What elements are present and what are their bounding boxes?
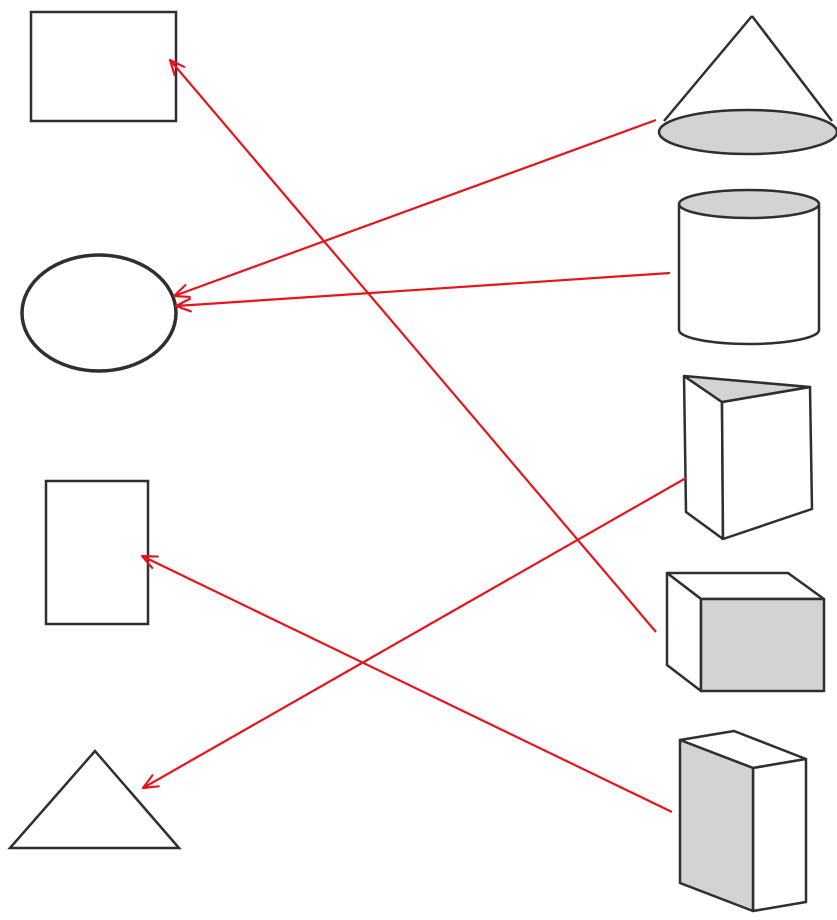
cylinder-solid [677, 188, 821, 346]
arrow-cone-to-circle [172, 118, 657, 299]
cylinder-top [677, 188, 821, 220]
cube-solid [665, 571, 826, 693]
rect-prism-front [678, 738, 755, 913]
prism-top [682, 374, 812, 404]
arrow-cube-to-square [168, 58, 657, 633]
cone-base [657, 108, 837, 156]
triangular-prism-solid [682, 374, 814, 541]
square-shape [29, 10, 178, 123]
cube-front [699, 597, 826, 693]
right-solids [657, 15, 837, 913]
cone-solid [657, 15, 837, 156]
rectangle-shape [44, 479, 150, 626]
triangle-shape [7, 749, 182, 850]
circle-shape [20, 253, 178, 373]
arrow-rect-prism-to-rectangle [140, 554, 673, 813]
left-shapes [7, 10, 182, 850]
arrow-cylinder-to-circle [174, 271, 671, 313]
rectangular-prism-solid [678, 729, 808, 913]
match-arrows [140, 58, 687, 813]
arrow-prism-to-triangle [141, 477, 687, 790]
